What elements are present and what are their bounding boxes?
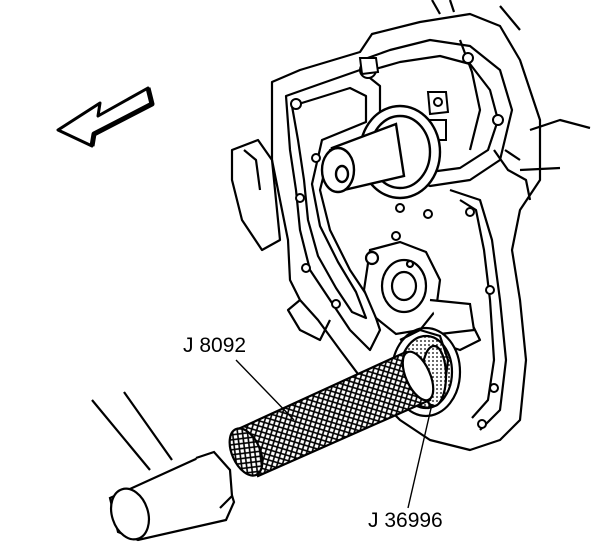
crankshaft-hub (362, 240, 476, 336)
knurled-handle-tool (228, 350, 435, 478)
camshaft-stub (320, 104, 442, 200)
cover-bolts (290, 52, 504, 429)
installer-tool-label: J 36996 (368, 509, 443, 532)
handle-tool-label: J 8092 (183, 334, 247, 357)
engine-front-cover (230, 0, 591, 452)
direction-arrow-icon (56, 86, 155, 148)
callout-leaders (235, 359, 433, 509)
hammer (91, 391, 236, 542)
